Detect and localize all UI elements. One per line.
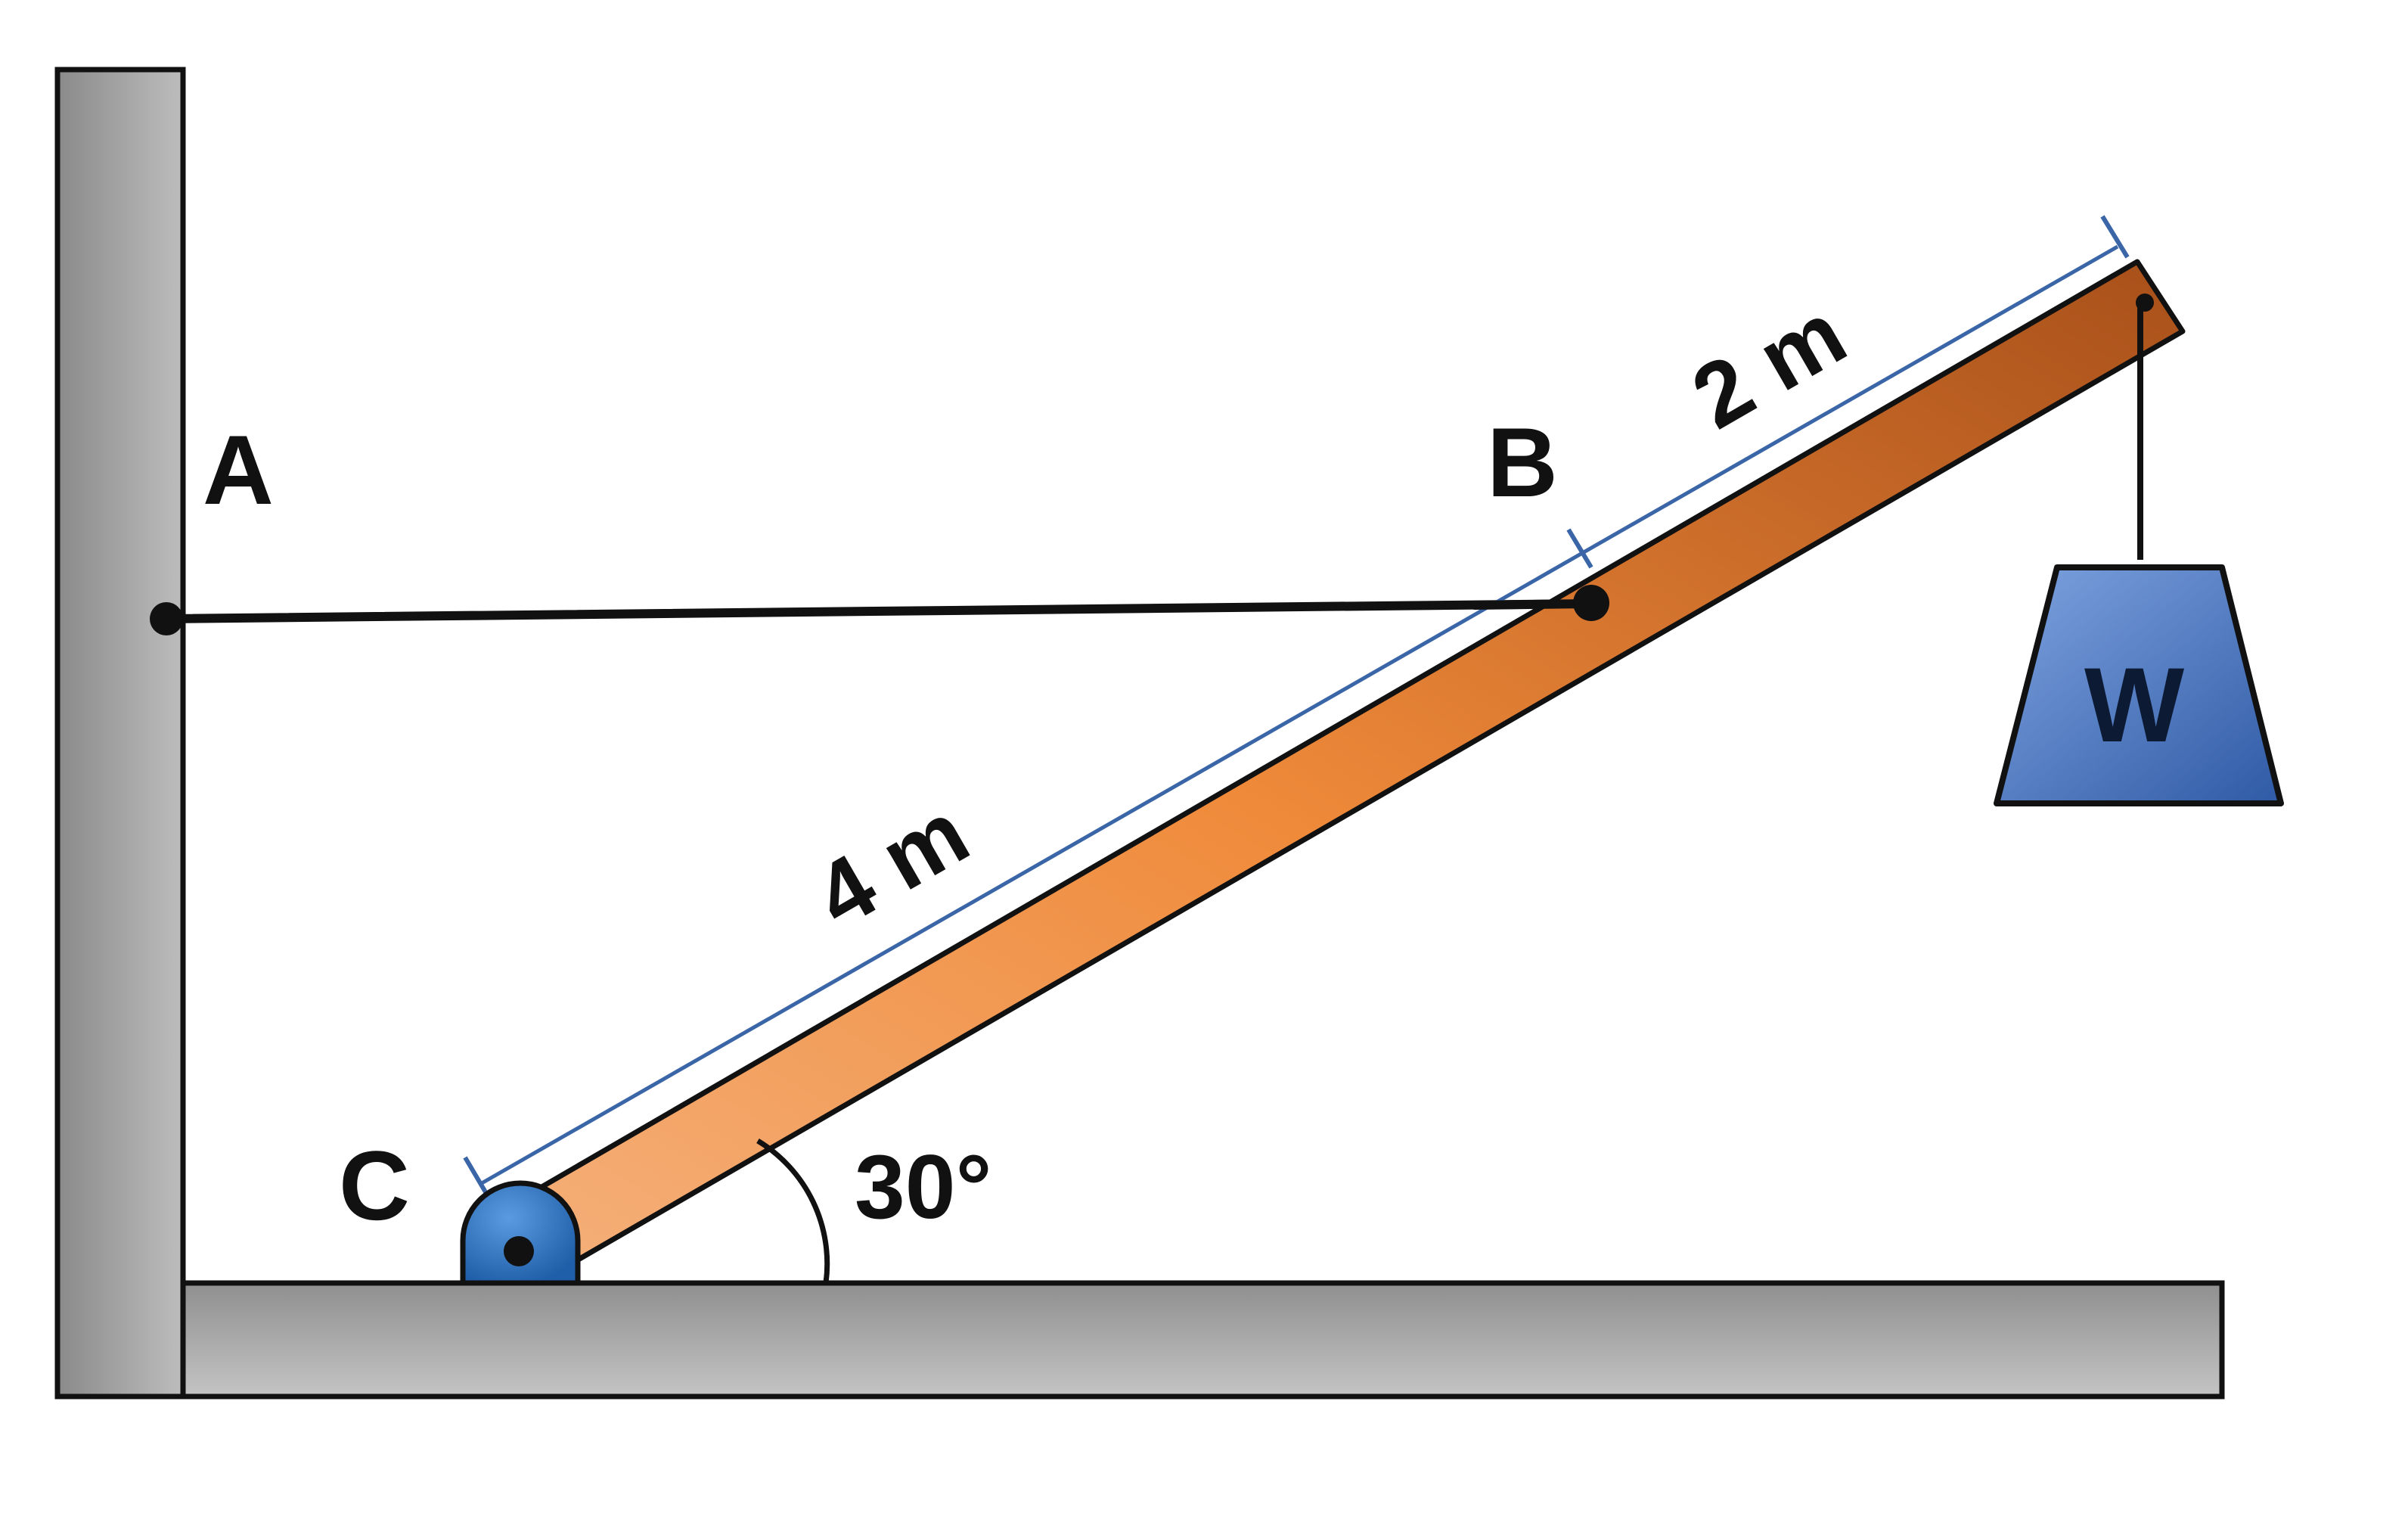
weight-label: W	[2084, 645, 2184, 764]
angle-arc	[756, 1139, 830, 1284]
vertical-wall	[54, 67, 186, 1400]
joint-a	[150, 602, 183, 635]
floor	[180, 1280, 2225, 1400]
cable-ab	[160, 599, 1594, 623]
dimension-line	[463, 215, 2130, 1201]
pin-dot	[504, 1236, 534, 1266]
point-label-b: B	[1487, 407, 1558, 517]
weight-block	[1994, 564, 2284, 806]
dimension-tick-b	[1566, 528, 1593, 569]
length-label-2m: 2 m	[1676, 282, 1862, 448]
dimension-tick-end	[2100, 215, 2130, 259]
pin-support-c	[460, 1180, 581, 1286]
angle-label: 30°	[855, 1136, 991, 1238]
point-label-a: A	[203, 415, 274, 525]
cable-hook-b	[1470, 599, 1594, 610]
point-label-c: C	[339, 1130, 410, 1241]
length-label-4m: 4 m	[799, 781, 985, 947]
beam	[511, 259, 2186, 1266]
joint-b	[1573, 585, 1609, 621]
rope-attachment	[2136, 294, 2154, 312]
